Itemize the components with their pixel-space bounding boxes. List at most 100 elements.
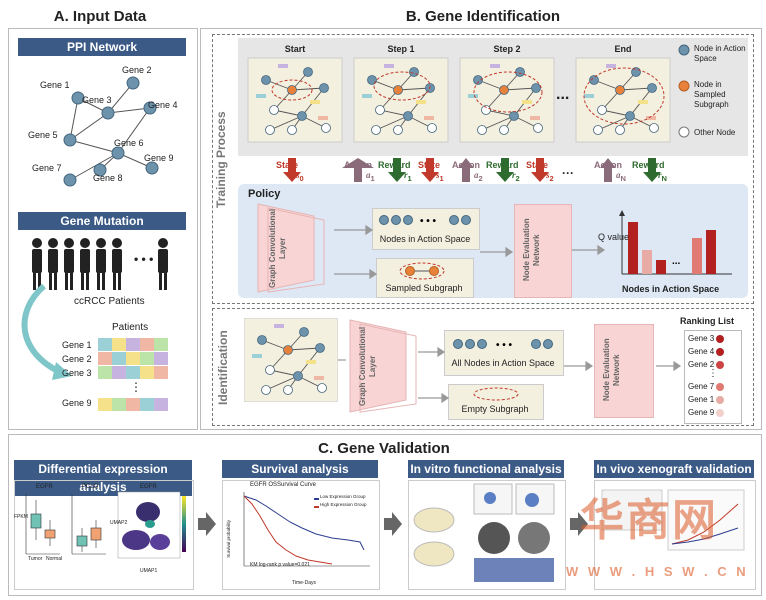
- nodes-action-space-label: Nodes in Action Space: [379, 234, 471, 244]
- boxplot-ylabel: FPKM: [14, 514, 28, 520]
- sampled-subgraph-box: [376, 258, 474, 298]
- legend-action-space: Node in Action Space: [694, 44, 746, 63]
- ppi-node-gene1: [71, 91, 85, 105]
- validation-header-invivo: In vivo xenograft validation: [594, 460, 754, 478]
- watermark-logo: 华商网: [580, 495, 718, 546]
- invitro-images: [413, 483, 555, 582]
- gcl-shape-identification: [349, 319, 417, 413]
- nodes-row-identification: • • •: [453, 339, 553, 351]
- sampled-subgraph-label: Sampled Subgraph: [385, 283, 463, 293]
- validation-header-invitro: In vitro functional analysis: [408, 460, 564, 478]
- gcl-shape-training: [257, 203, 325, 293]
- ppi-node-gene5: [63, 133, 77, 147]
- ppi-node-gene3: [101, 106, 115, 120]
- invitro-panel: [408, 480, 566, 590]
- node-eval-identification-box: [594, 324, 654, 418]
- svg-text:• • •: • • •: [420, 216, 437, 227]
- svg-text:• • •: • • •: [496, 340, 513, 351]
- ppi-label-gene5: Gene 5: [28, 130, 58, 140]
- matrix-patients-label: Patients: [112, 322, 149, 333]
- ppi-label-gene1: Gene 1: [40, 80, 70, 90]
- empty-subgraph-box: [448, 384, 544, 420]
- panel-gene-identification: [200, 28, 762, 430]
- matrix-row-gene2: Gene 2: [62, 354, 92, 364]
- sampled-subgraph-graph: [399, 262, 445, 280]
- ppi-node-gene7: [63, 173, 77, 187]
- all-nodes-box: [444, 330, 564, 376]
- matrix-row-gene9: Gene 9: [62, 398, 92, 408]
- section-a-title: A. Input Data: [53, 8, 147, 25]
- umap-xlabel: UMAP1: [140, 568, 158, 574]
- q-value-chart: ...: [619, 210, 732, 275]
- ccrcc-patients-label: ccRCC Patients: [74, 296, 145, 307]
- umap-ylabel: UMAP2: [110, 520, 128, 526]
- ppi-node-gene9: [145, 161, 159, 175]
- ranking-title: Ranking List: [680, 316, 735, 326]
- ranking-item-5: Gene 1: [688, 395, 725, 404]
- section-c-title: C. Gene Validation: [318, 440, 450, 457]
- q-value-label: Q value: [598, 232, 630, 242]
- boxplot-group-tumor: Tumor: [28, 556, 43, 562]
- ppi-node-gene8: [93, 163, 107, 177]
- ppi-label-gene3: Gene 3: [82, 95, 112, 105]
- section-b-title: B. Gene Identification: [405, 8, 561, 25]
- nodes-row-training: • • •: [379, 215, 471, 227]
- all-nodes-label: All Nodes in Action Space: [451, 358, 555, 368]
- survival-legend-low: Low Expression Group: [320, 494, 366, 499]
- ppi-network-graph: [63, 76, 159, 187]
- survival-ylabel: Survival probability: [226, 520, 231, 558]
- watermark-url: W W W . H S W . C N: [566, 564, 749, 579]
- node-eval-training-box: [514, 204, 572, 298]
- matrix-row-gene1: Gene 1: [62, 340, 92, 350]
- ppi-node-gene2: [126, 76, 140, 90]
- diffexpr-panel: [14, 480, 194, 590]
- survival-curve: [243, 492, 370, 567]
- umap-plot: [117, 491, 186, 559]
- legend-sampled-subgraph: Node in Sampled Subgraph: [694, 80, 729, 109]
- survival-panel: [222, 480, 380, 590]
- survival-title: EGFR OSSurvival Curve: [250, 482, 317, 488]
- empty-subgraph-label: Empty Subgraph: [461, 404, 529, 414]
- invivo-images: [601, 489, 745, 551]
- ppi-label-gene4: Gene 4: [148, 100, 178, 110]
- ranking-item-3: Gene 2: [688, 360, 725, 369]
- q-xlabel: Nodes in Action Space: [622, 284, 720, 294]
- legend-other-node: Other Node: [694, 128, 736, 137]
- step-label-step2: Step 2: [493, 44, 521, 54]
- survival-legend-high: High Expression Group: [320, 502, 367, 507]
- survival-pvalue: KM log-rank p value=0.021: [250, 562, 310, 568]
- q-bar: [706, 230, 716, 274]
- step-label-start: Start: [284, 44, 306, 54]
- ranking-item-4: Gene 7: [688, 382, 725, 391]
- ppi-label-gene7: Gene 7: [32, 163, 62, 173]
- q-bar: [656, 260, 666, 274]
- q-bar: [642, 250, 652, 274]
- ppi-label-gene6: Gene 6: [114, 138, 144, 148]
- boxplots: [25, 494, 106, 555]
- patient-silhouettes: [32, 238, 168, 290]
- invivo-panel: [594, 480, 756, 590]
- survival-xlabel: Time-Days: [292, 580, 316, 586]
- ppi-label-gene9: Gene 9: [144, 153, 174, 163]
- identification-box: [212, 308, 754, 426]
- ranking-item-6: Gene 9: [688, 408, 725, 417]
- panel-gene-validation: [8, 434, 762, 596]
- training-process-box: [212, 34, 754, 304]
- mutation-matrix: [98, 338, 168, 411]
- gene-mutation-header: Gene Mutation: [18, 212, 186, 230]
- ppi-label-gene8: Gene 8: [93, 173, 123, 183]
- boxplot-title-pclo: PCLO: [82, 484, 99, 490]
- matrix-ellipsis: ⋮: [130, 380, 142, 394]
- empty-subgraph-ellipse: [473, 387, 519, 401]
- steps-ellipsis: ...: [556, 86, 570, 103]
